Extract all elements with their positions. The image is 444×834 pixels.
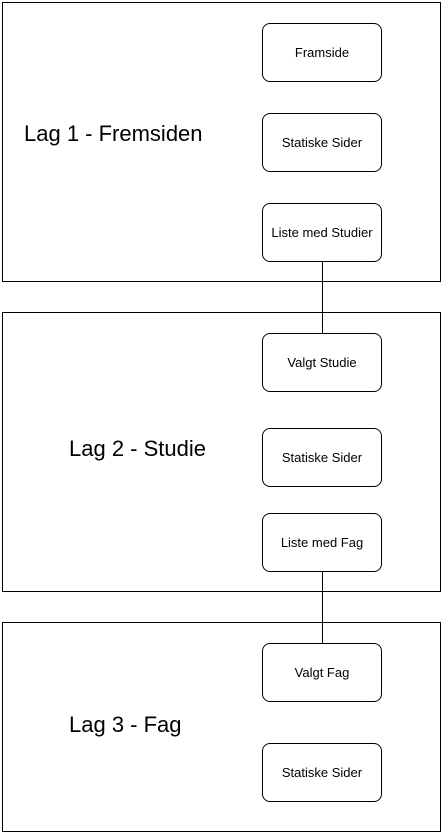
node-statiske-sider-1: Statiske Sider: [262, 113, 382, 172]
connector-cross-layer-2-3: [322, 572, 323, 643]
connector-cross-layer-1-2: [322, 262, 323, 333]
node-framside: Framside: [262, 23, 382, 82]
node-liste-med-studier: Liste med Studier: [262, 203, 382, 262]
node-valgt-fag: Valgt Fag: [262, 643, 382, 702]
node-valgt-studie: Valgt Studie: [262, 333, 382, 392]
node-liste-med-fag: Liste med Fag: [262, 513, 382, 572]
layer-1-label: Lag 1 - Fremsiden: [24, 121, 203, 146]
node-statiske-sider-2: Statiske Sider: [262, 428, 382, 487]
layer-2-label: Lag 2 - Studie: [69, 436, 206, 461]
layer-3-label: Lag 3 - Fag: [69, 712, 182, 737]
node-statiske-sider-3: Statiske Sider: [262, 743, 382, 802]
